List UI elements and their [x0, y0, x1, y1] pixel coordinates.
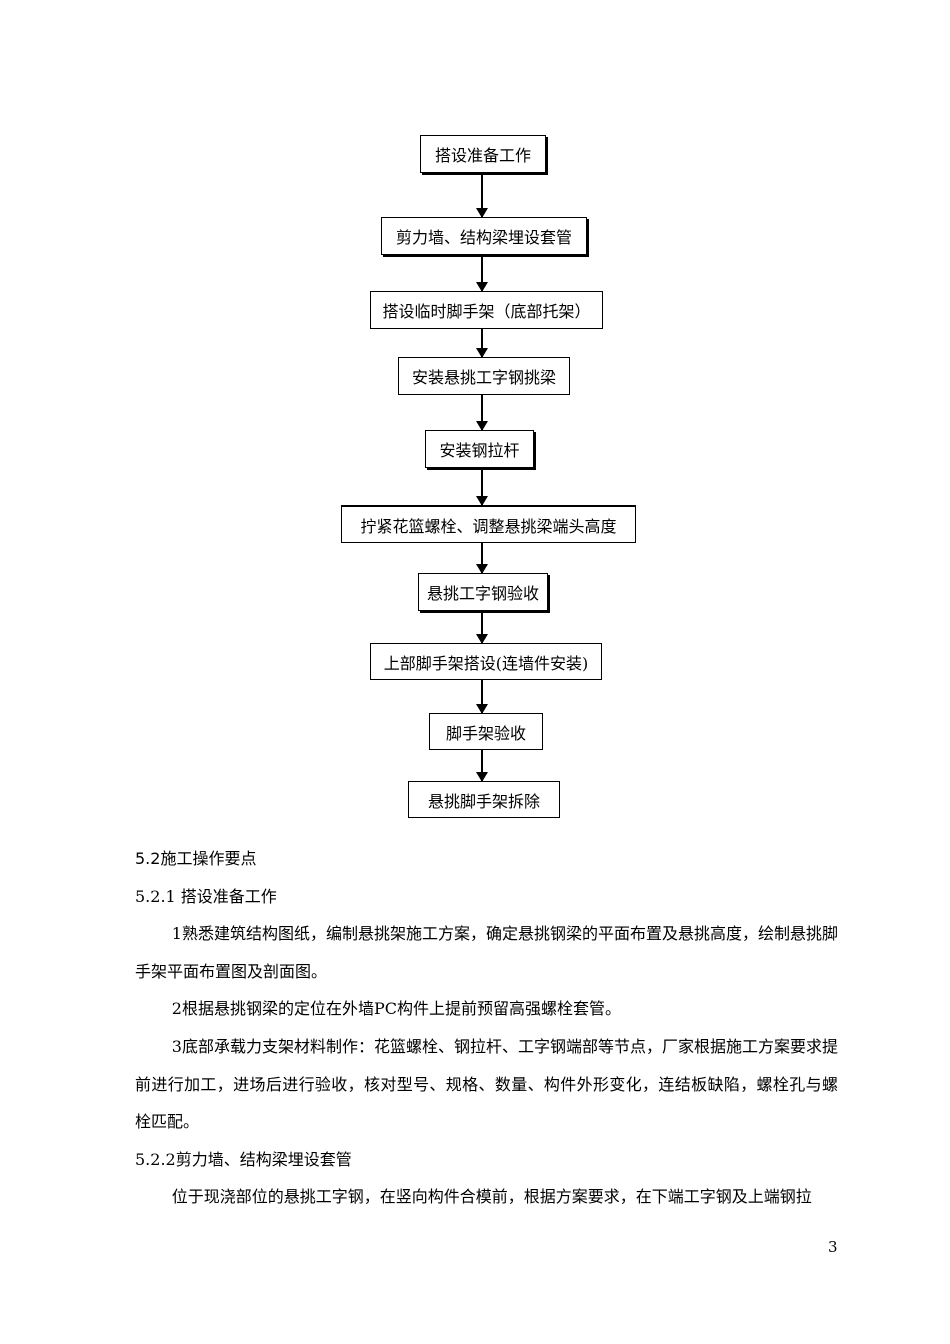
paragraph: 位于现浇部位的悬挑工字钢，在竖向构件合模前，根据方案要求，在下端工字钢及上端钢拉: [171, 1187, 812, 1207]
flow-step-10: 悬挑脚手架拆除: [408, 781, 560, 818]
subsection-title: 5.2.2剪力墙、结构梁埋设套管: [135, 1149, 352, 1169]
flow-arrow: [476, 680, 488, 714]
flow-arrow: [476, 543, 488, 574]
flow-arrow: [476, 173, 488, 218]
flow-arrow: [476, 468, 488, 506]
flow-step-3: 搭设临时脚手架（底部托架）: [370, 291, 603, 329]
flow-arrow: [476, 255, 488, 292]
flow-arrow: [476, 329, 488, 358]
flow-step-2: 剪力墙、结构梁埋设套管: [381, 217, 587, 255]
flow-step-1: 搭设准备工作: [420, 135, 546, 173]
page-number: 3: [828, 1238, 838, 1256]
paragraph: 3底部承载力支架材料制作：花篮螺栓、钢拉杆、工字钢端部等节点，厂家根据施工方案要…: [135, 1036, 838, 1132]
section-title: 5.2施工操作要点: [135, 849, 257, 868]
flow-step-9: 脚手架验收: [429, 713, 543, 750]
subsection-title: 5.2.1 搭设准备工作: [135, 886, 277, 906]
flow-arrow: [476, 611, 488, 644]
paragraph: 1熟悉建筑结构图纸，编制悬挑架施工方案，确定悬挑钢梁的平面布置及悬挑高度，绘制悬…: [135, 924, 838, 981]
flow-arrow: [476, 750, 488, 782]
flow-step-5: 安装钢拉杆: [425, 430, 534, 468]
flow-step-4: 安装悬挑工字钢挑梁: [398, 357, 570, 395]
paragraph: 2根据悬挑钢梁的定位在外墙PC构件上提前预留高强螺栓套管。: [171, 999, 621, 1019]
flow-step-7: 悬挑工字钢验收: [418, 573, 548, 611]
flow-step-6: 拧紧花篮螺栓、调整悬挑梁端头高度: [341, 505, 636, 543]
body-text: 5.2施工操作要点 5.2.1 搭设准备工作 1熟悉建筑结构图纸，编制悬挑架施工…: [135, 840, 838, 1216]
flow-step-8: 上部脚手架搭设(连墙件安装): [370, 643, 602, 680]
flow-arrow: [476, 395, 488, 431]
